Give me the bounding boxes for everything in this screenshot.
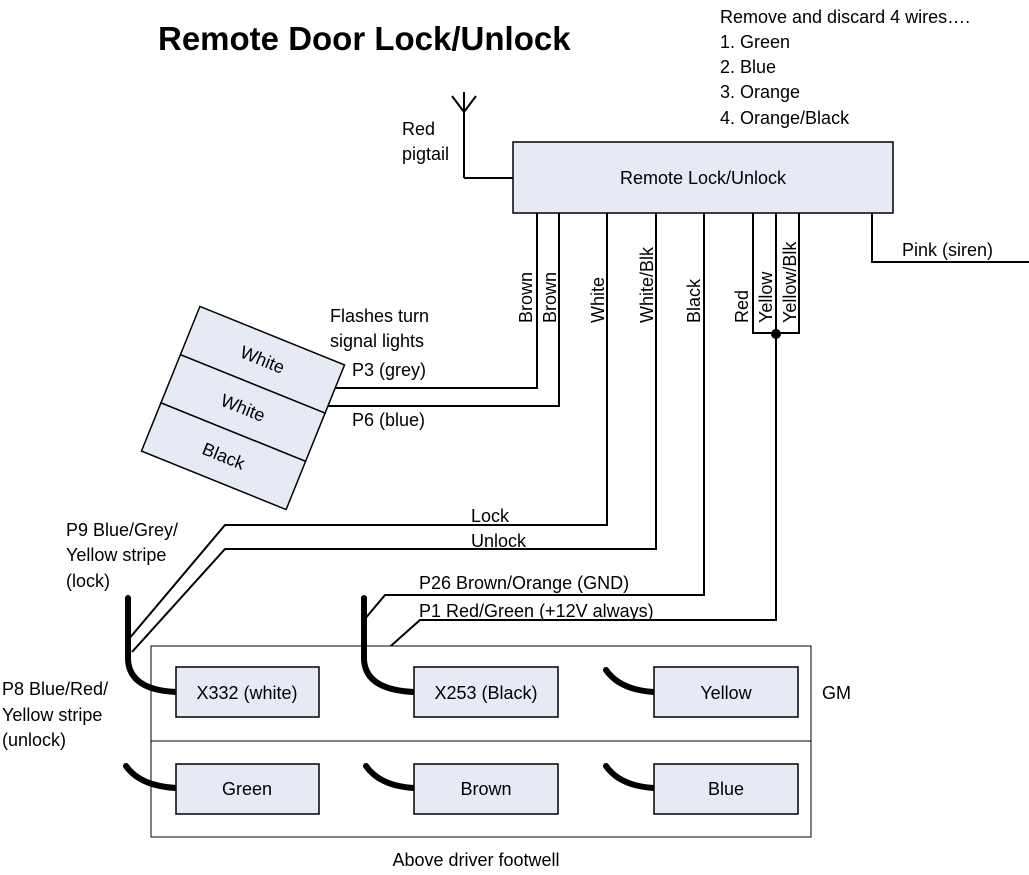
harness-wire [363, 763, 417, 791]
p9-label-line2: Yellow stripe [66, 545, 166, 565]
harness-wire [123, 763, 179, 791]
harness-wire [125, 595, 179, 695]
wire-label-yellow-blk: Yellow/Blk [780, 241, 800, 323]
remote-module-label: Remote Lock/Unlock [620, 168, 787, 188]
wire-label-black: Black [684, 278, 704, 323]
turn-signal-connector: White White Black [140, 305, 346, 511]
p26-label: P26 Brown/Orange (GND) [419, 573, 629, 593]
siren-label: Pink (siren) [902, 240, 993, 260]
turn-signal-note-line1: Flashes turn [330, 306, 429, 326]
black-wire-gnd [363, 213, 705, 621]
wire-label-red: Red [732, 290, 752, 323]
harness-wire [361, 595, 417, 695]
connector-x332 [175, 666, 320, 718]
p1-label: P1 Red/Green (+12V always) [419, 601, 654, 621]
splice-dot [771, 329, 781, 339]
turn-signal-note-line2: signal lights [330, 331, 424, 351]
antenna-label-line2: pigtail [402, 144, 449, 164]
wire-label-brown-2: Brown [540, 272, 560, 323]
siren-wire [871, 213, 1029, 263]
antenna-label-line1: Red [402, 119, 435, 139]
antenna-icon [451, 92, 513, 179]
connector-label: Green [222, 779, 272, 799]
remote-module [512, 141, 894, 214]
connector-row [140, 401, 307, 511]
connector-yellow [653, 666, 799, 718]
connector-label: X253 (Black) [434, 683, 537, 703]
wire-label-white-blk: White/Blk [637, 246, 657, 323]
instruction-item: 3. Orange [720, 82, 800, 102]
p8-label-line3: (unlock) [2, 730, 66, 750]
location-caption: Above driver footwell [392, 850, 559, 870]
connector-blue [653, 763, 799, 815]
harness-wire [603, 667, 657, 695]
instructions-header: Remove and discard 4 wires…. [720, 7, 970, 27]
yellow-wire-12v [365, 333, 777, 669]
connector-label: X332 (white) [196, 683, 297, 703]
white-blk-wire-unlock [131, 213, 657, 653]
unlock-label: Unlock [471, 531, 527, 551]
connector-label: Brown [460, 779, 511, 799]
wire-label-yellow: Yellow [756, 271, 776, 323]
p6-label: P6 (blue) [352, 410, 425, 430]
connector-x253 [413, 666, 559, 718]
instruction-item: 2. Blue [720, 57, 776, 77]
wire-label-brown-1: Brown [516, 272, 536, 323]
brown-wire-p3 [323, 213, 538, 389]
connector-brown [413, 763, 559, 815]
connector-label: Yellow [700, 683, 752, 703]
connector-label: Blue [708, 779, 744, 799]
p8-label-line2: Yellow stripe [2, 705, 102, 725]
lock-label: Lock [471, 506, 510, 526]
harness-wire [603, 763, 657, 791]
instruction-item: 4. Orange/Black [720, 108, 850, 128]
p9-label-line3: (lock) [66, 571, 110, 591]
gm-label: GM [822, 683, 851, 703]
instruction-item: 1. Green [720, 32, 790, 52]
p8-label-line1: P8 Blue/Red/ [2, 679, 108, 699]
connector-green [175, 763, 320, 815]
p3-label: P3 (grey) [352, 360, 426, 380]
diagram-title: Remote Door Lock/Unlock [158, 20, 571, 57]
brown-wire-p6 [323, 213, 560, 407]
white-wire-lock [127, 213, 608, 641]
wire-label-white: White [588, 277, 608, 323]
removal-instructions: Remove and discard 4 wires…. 1. Green 2.… [720, 7, 970, 128]
p9-label-line1: P9 Blue/Grey/ [66, 520, 178, 540]
